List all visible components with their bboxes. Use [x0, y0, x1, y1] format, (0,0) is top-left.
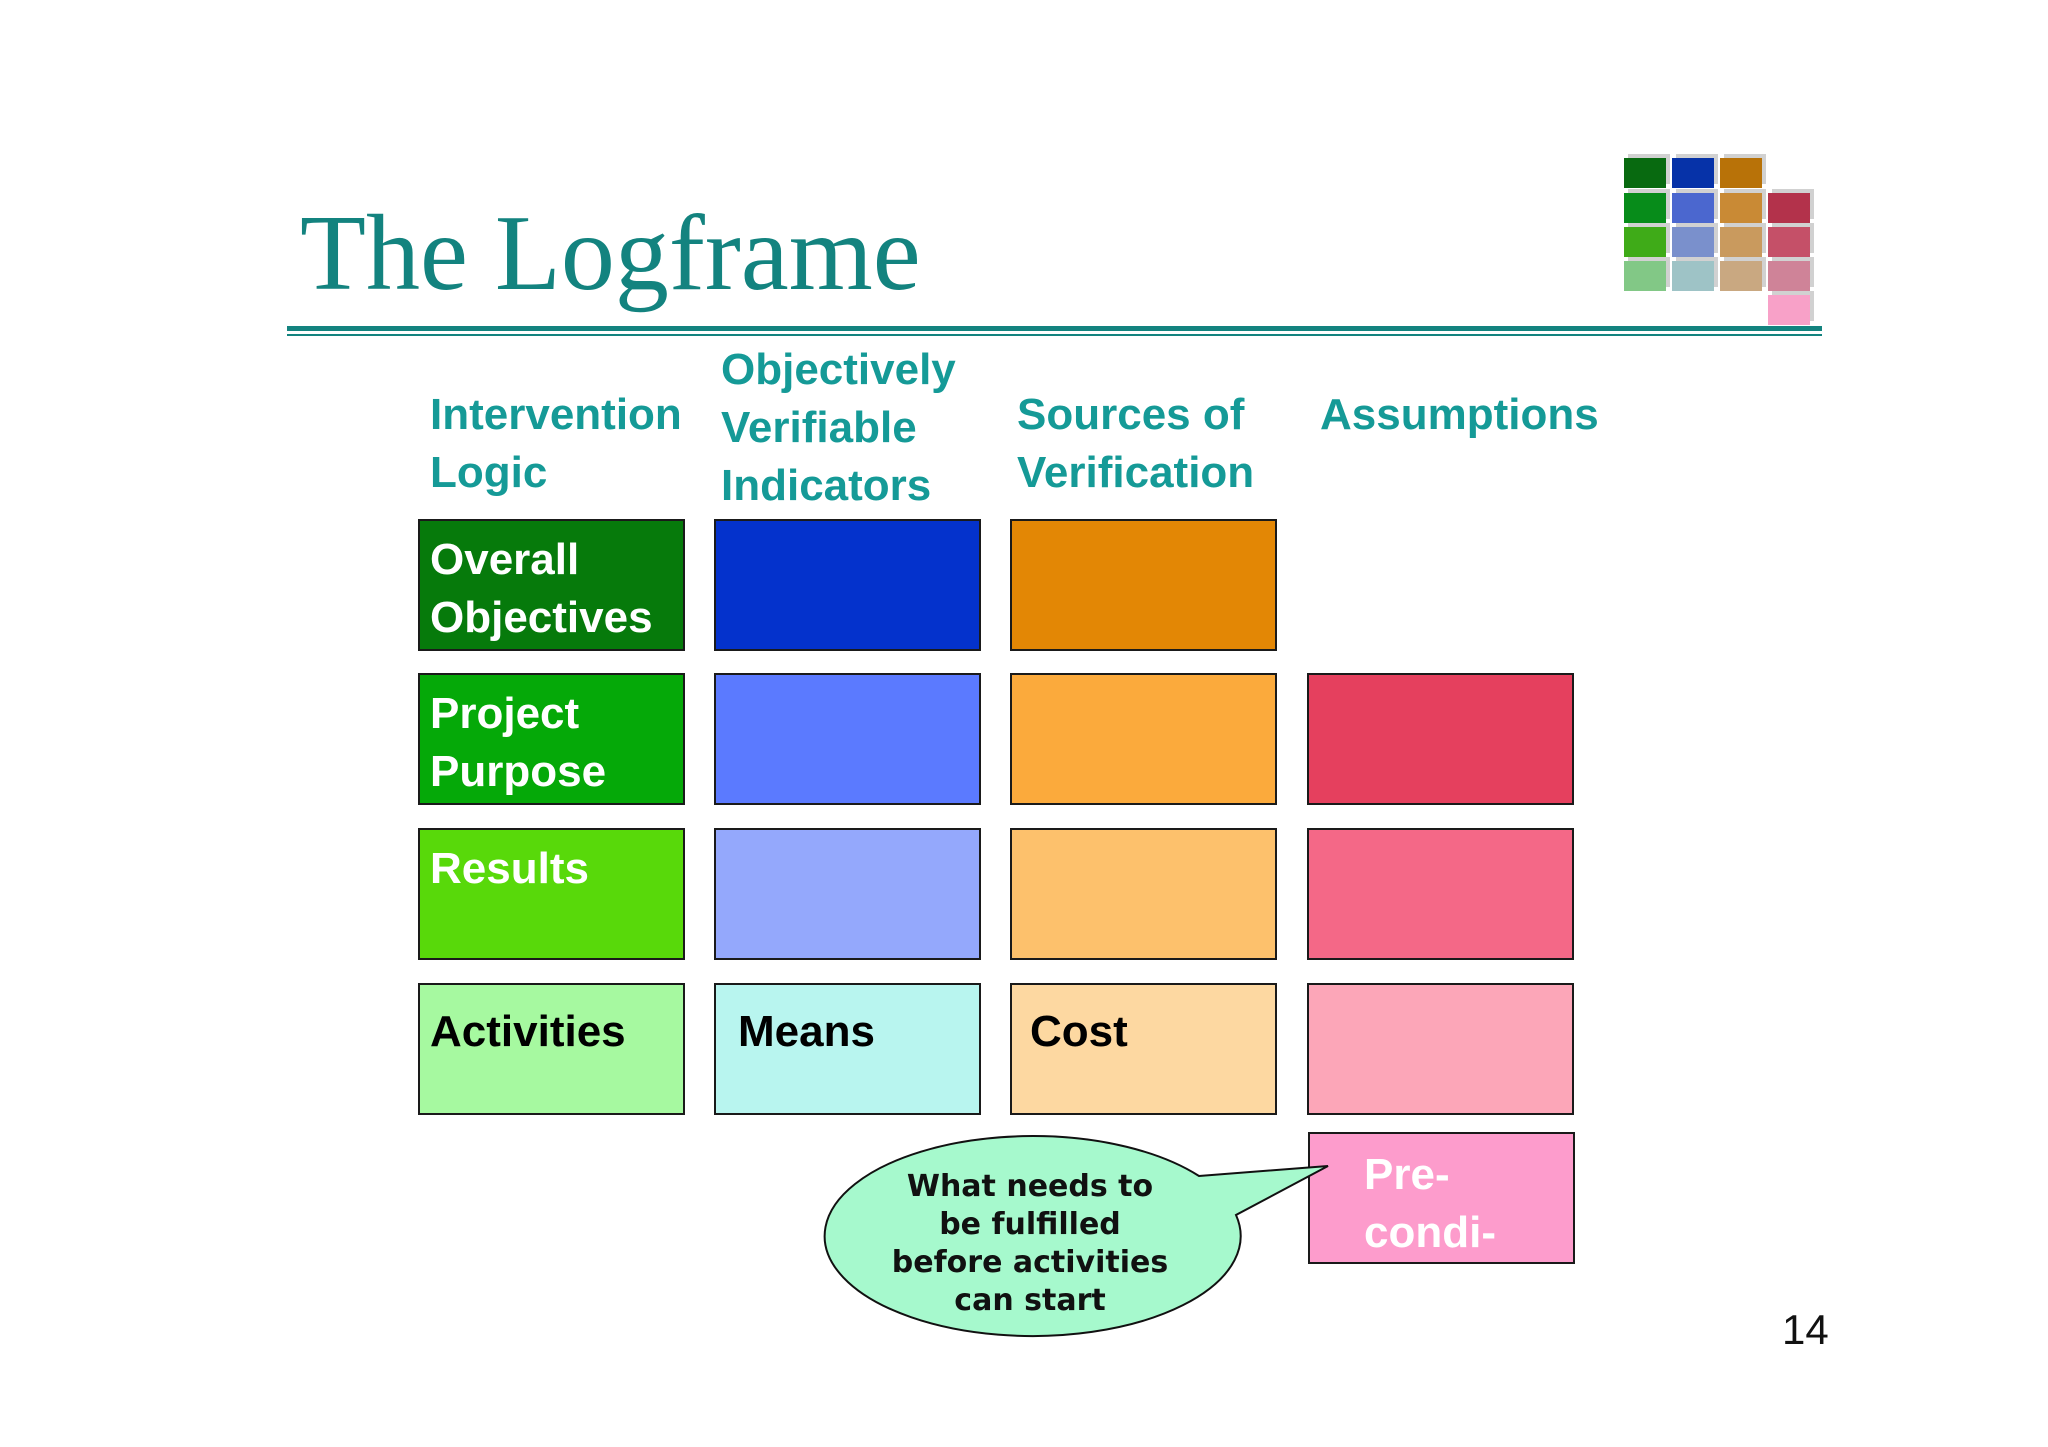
cell-means: Means [714, 983, 981, 1115]
logo-cube [1768, 295, 1810, 325]
cell-project-purpose-indicators [714, 673, 981, 805]
cell-activities-assumptions [1307, 983, 1574, 1115]
cell-results-indicators [714, 828, 981, 960]
cell-cost: Cost [1010, 983, 1277, 1115]
page-number: 14 [1782, 1306, 1829, 1353]
cell-results-assumptions [1307, 828, 1574, 960]
logo-cube [1768, 193, 1810, 223]
column-header-assumptions: Assumptions [1320, 390, 1599, 439]
logo-cube [1768, 261, 1810, 291]
cell-results: Results [418, 828, 685, 960]
logo-cube [1672, 227, 1714, 257]
logo-cube [1720, 158, 1762, 188]
cell-activities: Activities [418, 983, 685, 1115]
cell-preconditions: Pre-condi- tions [1308, 1132, 1575, 1315]
column-header-indicators: Objectively Verifiable Indicators [721, 345, 956, 510]
title-underline-thin [287, 334, 1822, 336]
cube-logo-icon [1620, 155, 1825, 325]
title-underline [287, 326, 1822, 331]
cell-project-purpose-assumptions [1307, 673, 1574, 805]
callout-text: What needs to be fulfilled before activi… [891, 1169, 1169, 1318]
logo-cube [1624, 227, 1666, 257]
logo-cube [1624, 193, 1666, 223]
logo-cube [1720, 193, 1762, 223]
logo-cube [1624, 261, 1666, 291]
logo-cube [1624, 158, 1666, 188]
logo-cube [1672, 193, 1714, 223]
logo-cube [1672, 158, 1714, 188]
cell-overall-objectives-indicators [714, 519, 981, 651]
cell-results-sources [1010, 828, 1277, 960]
slide-title: The Logframe [300, 194, 921, 313]
column-header-sources: Sources of Verification [1017, 390, 1255, 497]
logo-cube [1720, 227, 1762, 257]
logo-cube [1720, 261, 1762, 291]
cell-project-purpose-sources [1010, 673, 1277, 805]
cell-overall-objectives-sources [1010, 519, 1277, 651]
logo-cube [1672, 261, 1714, 291]
logo-cube [1768, 227, 1810, 257]
cell-project-purpose: Project Purpose [418, 673, 685, 805]
column-header-intervention-logic: Intervention Logic [430, 390, 682, 497]
cell-overall-objectives: Overall Objectives [418, 519, 685, 651]
